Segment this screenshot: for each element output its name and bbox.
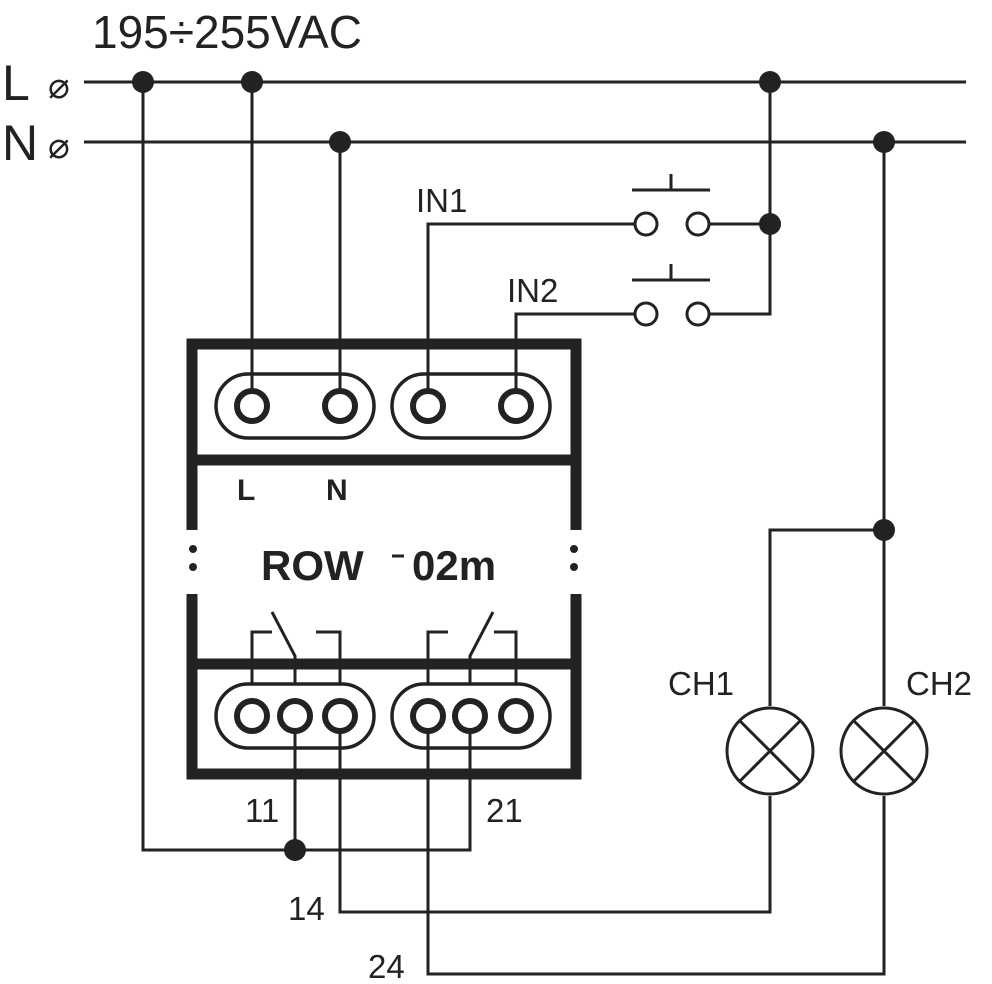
pushbutton-in1 (632, 174, 711, 237)
junction-dot (759, 213, 781, 235)
contact-11-label: 11 (245, 792, 279, 829)
terminal-l (234, 388, 270, 424)
pushbutton-in2 (632, 264, 711, 327)
line-terminal-label: L (2, 55, 30, 111)
module-side-dot (570, 545, 578, 553)
wire-24-to-ch2 (426, 731, 886, 976)
junction-dot (873, 131, 895, 153)
wire-in1 (426, 222, 634, 391)
wire-in2 (514, 312, 634, 391)
wire-14-to-ch1 (338, 731, 772, 914)
wire-common-contacts (141, 82, 472, 852)
terminal-n (322, 388, 358, 424)
lamp-ch2 (839, 706, 929, 796)
module-side-dot (570, 563, 578, 571)
input-2-label: IN2 (507, 272, 558, 309)
module-side-dot (189, 545, 197, 553)
terminal-12 (234, 698, 270, 734)
row-02m-module: L N ROW 02m (186, 338, 582, 780)
module-top-frame (186, 338, 582, 530)
relay-1-contact-symbol (250, 611, 342, 690)
terminal-24 (410, 698, 446, 734)
module-terminal-n-label: N (326, 474, 348, 507)
terminal-in1 (410, 388, 446, 424)
module-bottom-frame (186, 594, 582, 780)
junction-dot (132, 71, 154, 93)
junction-dot (873, 519, 895, 541)
load-ch1-label: CH1 (668, 665, 734, 702)
module-side-dot (189, 563, 197, 571)
junction-dot (329, 131, 351, 153)
contact-21-label: 21 (486, 792, 523, 829)
input-1-label: IN1 (416, 182, 467, 219)
module-name-part1: ROW (261, 542, 364, 589)
terminal-in2 (498, 388, 534, 424)
module-terminal-l-label: L (237, 474, 255, 507)
contact-24-label: 24 (368, 948, 405, 984)
terminal-22 (498, 698, 534, 734)
lamp-ch1 (725, 706, 815, 796)
load-ch2-label: CH2 (906, 665, 972, 702)
terminal-11 (277, 698, 313, 734)
terminal-14 (322, 698, 358, 734)
relay-2-contact-symbol (426, 611, 518, 690)
neutral-terminal-symbol: ⌀ (48, 125, 70, 166)
module-name-part2: 02m (412, 542, 496, 589)
neutral-terminal-label: N (2, 115, 38, 171)
wire-pushbuttons-to-l (709, 82, 772, 316)
wire-neutral-to-ch1 (768, 528, 884, 706)
contact-14-label: 14 (288, 890, 325, 927)
supply-voltage-label: 195÷255VAC (92, 6, 362, 58)
junction-dot (241, 71, 263, 93)
line-terminal-symbol: ⌀ (48, 65, 70, 106)
terminal-21 (452, 698, 488, 734)
junction-dot (759, 71, 781, 93)
junction-dot (284, 839, 306, 861)
